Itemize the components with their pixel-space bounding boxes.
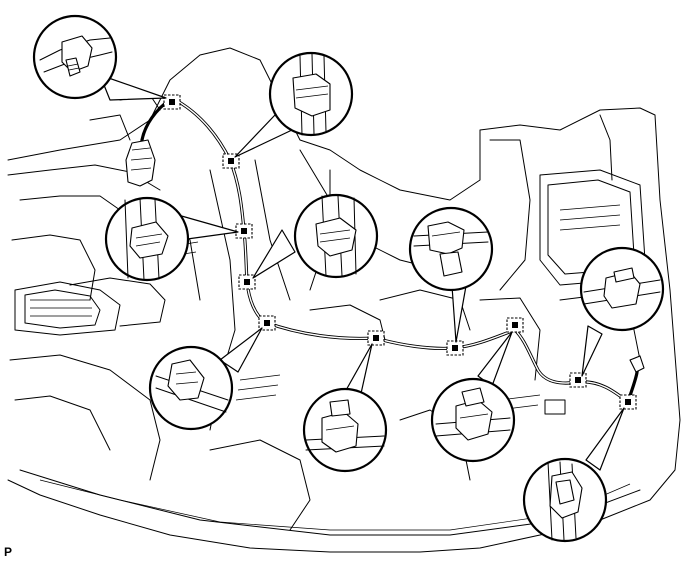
callout-magnifier-icon: [148, 345, 234, 431]
callout-magnifier-icon: [579, 246, 665, 332]
callout-magnifier-icon: [302, 387, 388, 473]
clip-location-icon: [569, 372, 587, 388]
page-code-label: P: [4, 545, 13, 559]
clip-location-icon: [163, 94, 181, 110]
callout-magnifier-icon: [408, 206, 494, 292]
clip-location-icon: [258, 315, 276, 331]
callout-magnifier-icon: [32, 14, 118, 100]
callout-leaders: [99, 74, 625, 471]
callout-magnifier-icon: [104, 196, 190, 282]
clip-location-icon: [367, 330, 385, 346]
clip-location-icon: [238, 274, 256, 290]
callout-magnifier-icon: [522, 457, 608, 543]
clip-location-icon: [235, 223, 253, 239]
callout-magnifier-icon: [293, 193, 379, 279]
clip-location-icon: [619, 394, 637, 410]
callout-magnifier-icon: [268, 51, 354, 137]
callout-magnifier-icon: [430, 377, 516, 463]
clip-location-icon: [506, 317, 524, 333]
clip-location-icon: [446, 340, 464, 356]
